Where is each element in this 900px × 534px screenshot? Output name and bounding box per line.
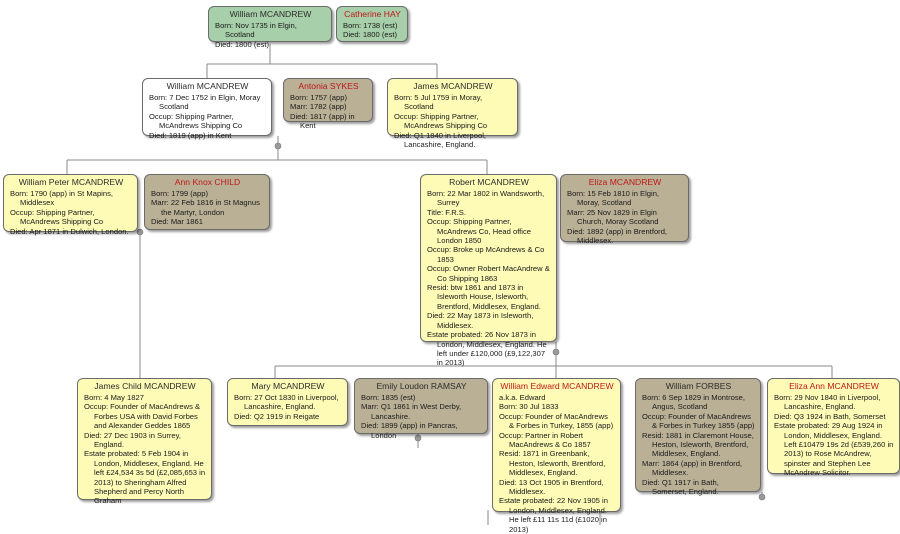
person-detail-line: Born: 22 Mar 1802 in Wandsworth, Surrey — [427, 189, 545, 208]
person-detail-line: Estate probated: 22 Nov 1905 in London, … — [499, 496, 608, 534]
person-detail-line: Born: 1835 (est) — [361, 393, 416, 402]
person-detail-line: Born: 30 Jul 1833 — [499, 402, 559, 412]
person-detail-line: Estate probated: 29 Aug 1924 in London, … — [774, 421, 894, 478]
person-detail-line: Born: 1738 (est) — [343, 21, 398, 30]
person-detail-line: Born: 15 Feb 1810 in Elgin, Moray, Scotl… — [567, 189, 660, 208]
person-detail-line: Died: 13 Oct 1905 in Brentford, Middlese… — [499, 477, 604, 497]
person-detail-line: Occup: Shipping Partner, McAndrews Co, H… — [427, 217, 531, 246]
person-detail-line: Title: F.R.S. — [427, 207, 466, 217]
person-detail-line: Born: 7 Dec 1752 in Elgin, Moray Scotlan… — [149, 93, 261, 112]
person-detail-line: Born: 29 Nov 1840 in Liverpool, Lancashi… — [774, 393, 881, 412]
person-detail-line: Occup: Shipping Partner, McAndrews Shipp… — [149, 111, 243, 131]
person-name: William FORBES — [665, 381, 732, 391]
person-detail-line: Died: 1819 (app) in Kent — [149, 130, 232, 140]
person-name: William MCANDREW — [166, 81, 249, 91]
person-box-robert-mcandrew-1802[interactable]: Robert MCANDREW Born: 22 Mar 1802 in Wand… — [420, 174, 557, 367]
person-detail-line: Died: 1800 (est) — [215, 39, 270, 49]
person-detail-line: Died: 1899 (app) in Pancras, London — [361, 421, 458, 440]
person-box-emily-loudon-ramsay[interactable]: Emily Loudon RAMSAY Born: 1835 (est)Marr:… — [354, 378, 488, 440]
person-box-mary-mcandrew[interactable]: Mary MCANDREW Born: 27 Oct 1830 in Liverp… — [227, 378, 348, 426]
person-box-catherine-hay[interactable]: Catherine HAY Born: 1738 (est)Died: 1800 … — [336, 6, 408, 42]
person-name: Antonia SYKES — [298, 81, 359, 91]
person-detail-line: Marr: 25 Nov 1829 in Elgin Church, Moray… — [567, 207, 659, 227]
person-detail-line: Resid: 1881 in Claremont House, Heston, … — [642, 430, 754, 459]
person-detail-line: Estate probated: 26 Nov 1873 in London, … — [427, 330, 547, 368]
person-detail-line: Born: 4 May 1827 — [84, 393, 144, 402]
person-detail-line: Occup: Partner in Robert MacAndrews & Co… — [499, 430, 591, 450]
person-box-william-forbes[interactable]: William FORBES Born: 6 Sep 1829 in Montro… — [635, 378, 761, 496]
person-detail-line: Occup: Broke up McAndrews & Co 1853 — [427, 245, 545, 264]
person-detail-line: Marr: 1782 (app) — [290, 102, 347, 112]
person-detail-line: Died: Apr 1871 in Dulwich, London. — [10, 226, 129, 236]
person-detail-line: Died: Mar 1861 — [151, 217, 203, 227]
person-detail-line: Died: Q1 1917 in Bath, Somerset, England… — [642, 477, 719, 497]
person-name: James MCANDREW — [413, 81, 493, 91]
person-box-james-mcandrew-1759[interactable]: James MCANDREW Born: 5 Jul 1759 in Moray,… — [387, 78, 518, 149]
person-detail-line: Resid: btw 1861 and 1873 in Isleworth Ho… — [427, 283, 541, 311]
person-name: Ann Knox CHILD — [174, 177, 241, 187]
person-name: William MCANDREW — [229, 9, 312, 19]
person-detail-line: Born: 1799 (app) — [151, 189, 208, 198]
person-detail-line: Died: 1892 (app) in Brentford, Middlesex… — [567, 226, 668, 246]
person-name: Eliza Ann MCANDREW — [789, 381, 879, 391]
person-detail-line: Occup: Owner Robert MacAndrew & Co Shipp… — [427, 264, 550, 283]
person-box-william-peter-mcandrew[interactable]: William Peter MCANDREW Born: 1790 (app) i… — [3, 174, 138, 236]
person-detail-line: Born: 5 Jul 1759 in Moray, Scotland — [394, 93, 483, 112]
person-box-william-mcandrew-1752[interactable]: William MCANDREW Born: 7 Dec 1752 in Elgi… — [142, 78, 272, 140]
person-detail-line: Born: Nov 1735 in Elgin, Scotland — [215, 21, 297, 40]
person-detail-line: Occup: Founder of MacAndrews & Forbes in… — [642, 411, 755, 431]
person-detail-line: Occup: Shipping Partner, McAndrews Shipp… — [394, 111, 488, 131]
person-detail-line: Died: Q2 1919 in Reigate — [234, 411, 320, 421]
person-name: William Peter MCANDREW — [18, 177, 124, 187]
person-detail-line: Marr: 1864 (app) in Brentford, Middlesex… — [642, 458, 743, 478]
person-detail-line: Occup: Founder of MacAndrews & Forbes US… — [84, 402, 201, 431]
person-detail-line: Marr: Q1 1861 in West Derby, Lancashire. — [361, 402, 462, 421]
person-name: James Child MCANDREW — [94, 381, 196, 391]
person-detail-line: Died: 1800 (est) — [343, 30, 398, 40]
person-detail-line: Occup: Founder of MacAndrews & Forbes in… — [499, 411, 614, 431]
person-box-ann-knox-child[interactable]: Ann Knox CHILD Born: 1799 (app)Marr: 22 F… — [144, 174, 270, 230]
person-name: William Edward MCANDREW — [500, 381, 614, 391]
person-detail-line: Estate probated: 5 Feb 1904 in London, M… — [84, 449, 206, 506]
person-detail-line: Died: 22 May 1873 in Isleworth, Middlese… — [427, 311, 534, 330]
person-detail-line: Marr: 22 Feb 1816 in St Magnus the Marty… — [151, 198, 260, 217]
person-name: Catherine HAY — [344, 9, 401, 19]
person-detail-line: Resid: 1871 in Greenbank, Heston, Islewo… — [499, 449, 606, 478]
person-detail-line: Died: 1817 (app) in Kent — [290, 111, 355, 131]
person-name: Robert MCANDREW — [449, 177, 529, 187]
person-detail-line: Born: 27 Oct 1830 in Liverpool, Lancashi… — [234, 393, 339, 412]
person-detail-line: Died: Q1 1840 in Liverpool, Lancashire, … — [394, 130, 487, 150]
person-name: Eliza MCANDREW — [588, 177, 662, 187]
person-detail-line: Occup: Shipping Partner, McAndrews Shipp… — [10, 207, 104, 227]
person-box-eliza-mcandrew-1810[interactable]: Eliza MCANDREW Born: 15 Feb 1810 in Elgin… — [560, 174, 689, 245]
person-detail-line: Born: 1790 (app) in St Mapins, Middlesex — [10, 189, 113, 208]
person-detail-line: Born: 1757 (app) — [290, 93, 347, 102]
person-box-antonia-sykes[interactable]: Antonia SYKES Born: 1757 (app)Marr: 1782 … — [283, 78, 373, 130]
person-name: Emily Loudon RAMSAY — [376, 381, 467, 391]
person-detail-line: a.k.a. Edward — [499, 393, 546, 402]
person-box-william-mcandrew-1735[interactable]: William MCANDREW Born: Nov 1735 in Elgin,… — [208, 6, 332, 49]
person-detail-line: Died: Q3 1924 in Bath, Somerset — [774, 411, 886, 421]
person-name: Mary MCANDREW — [251, 381, 325, 391]
person-box-eliza-ann-mcandrew[interactable]: Eliza Ann MCANDREW Born: 29 Nov 1840 in L… — [767, 378, 900, 478]
person-detail-line: Died: 27 Dec 1903 in Surrey, England. — [84, 430, 181, 450]
person-detail-line: Born: 6 Sep 1829 in Montrose, Angus, Sco… — [642, 393, 746, 412]
